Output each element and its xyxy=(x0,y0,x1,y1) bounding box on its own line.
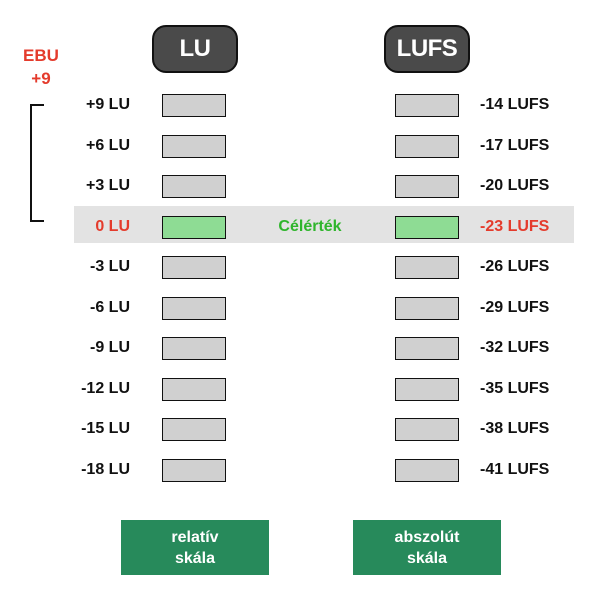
ebu-range-bracket xyxy=(30,104,44,222)
level-row: -12 LU -35 LUFS xyxy=(0,369,600,409)
level-row: -3 LU -26 LUFS xyxy=(0,247,600,287)
lu-meter-box xyxy=(162,296,226,320)
lufs-meter-box xyxy=(395,94,459,117)
level-row: +9 LU -14 LUFS xyxy=(0,85,600,125)
lufs-meter-box xyxy=(395,377,459,401)
lufs-meter-box xyxy=(395,337,459,360)
lu-meter-box xyxy=(162,458,226,482)
lufs-value-label: -20 LUFS xyxy=(480,177,550,194)
lufs-meter-box xyxy=(395,458,459,482)
lu-value-label: -3 LU xyxy=(90,258,130,275)
lu-value-label: -12 LU xyxy=(81,379,130,397)
lu-target-meter-box xyxy=(162,215,226,239)
level-row: +6 LU -17 LUFS xyxy=(0,126,600,166)
lufs-meter-box xyxy=(395,134,459,158)
lu-value-label: -18 LU xyxy=(81,460,130,478)
lu-meter-box xyxy=(162,134,226,158)
lufs-value-label: -14 LUFS xyxy=(480,96,550,113)
lu-header: LU xyxy=(152,25,238,73)
absolute-scale-line1: abszolút xyxy=(394,528,460,546)
lufs-value-label: -29 LUFS xyxy=(480,298,550,316)
lu-value-label: -9 LU xyxy=(90,339,130,356)
absolute-scale-box: abszolút skála xyxy=(353,520,501,575)
lu-value-label: 0 LU xyxy=(95,217,130,235)
lufs-value-label: -41 LUFS xyxy=(480,460,550,478)
lu-value-label: -6 LU xyxy=(90,298,130,316)
lufs-value-label: -17 LUFS xyxy=(480,136,550,154)
lu-value-label: +9 LU xyxy=(85,96,130,113)
ebu-label-line2: +9 xyxy=(31,69,51,88)
lu-value-label: -15 LU xyxy=(81,420,130,437)
lu-meter-box xyxy=(162,256,226,279)
lu-meter-box xyxy=(162,418,226,441)
target-row-highlight xyxy=(74,206,574,243)
level-row: -6 LU -29 LUFS xyxy=(0,288,600,328)
lu-meter-box xyxy=(162,337,226,360)
ebu-label-line1: EBU xyxy=(23,46,59,65)
level-row: -18 LU -41 LUFS xyxy=(0,450,600,490)
ebu-label: EBU +9 xyxy=(16,44,66,90)
lufs-value-label: -35 LUFS xyxy=(480,379,550,397)
level-row: +3 LU -20 LUFS xyxy=(0,166,600,206)
lufs-header: LUFS xyxy=(384,25,470,73)
relative-scale-line1: relatív xyxy=(171,528,219,546)
lu-value-label: +6 LU xyxy=(85,136,130,154)
lufs-value-label: -38 LUFS xyxy=(480,420,550,437)
lu-value-label: +3 LU xyxy=(85,177,130,194)
level-row: -9 LU -32 LUFS xyxy=(0,328,600,368)
absolute-scale-line2: skála xyxy=(406,549,448,567)
target-label: Célérték xyxy=(278,217,342,235)
lufs-target-meter-box xyxy=(395,215,459,239)
lu-meter-box xyxy=(162,377,226,401)
lufs-meter-box xyxy=(395,296,459,320)
lufs-value-label: -23 LUFS xyxy=(480,217,550,235)
relative-scale-line2: skála xyxy=(174,549,216,567)
lu-meter-box xyxy=(162,94,226,117)
level-row: -15 LU -38 LUFS xyxy=(0,409,600,449)
lufs-meter-box xyxy=(395,418,459,441)
lufs-value-label: -26 LUFS xyxy=(480,258,550,275)
lufs-value-label: -32 LUFS xyxy=(480,339,550,356)
lu-meter-box xyxy=(162,175,226,198)
target-level-row: 0 LU Célérték -23 LUFS xyxy=(0,207,600,247)
relative-scale-box: relatív skála xyxy=(121,520,269,575)
lufs-meter-box xyxy=(395,175,459,198)
lufs-meter-box xyxy=(395,256,459,279)
